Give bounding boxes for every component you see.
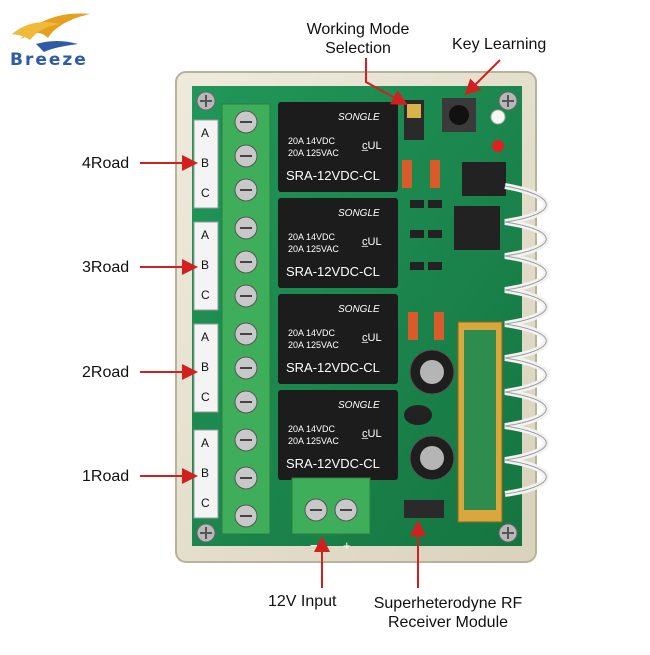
terminal-letter-a: A — [201, 436, 210, 450]
terminal-letters-road-4: A B C — [194, 120, 218, 208]
relay-terminal-block — [221, 103, 271, 535]
relay-ul-mark: c̲UL — [362, 428, 382, 440]
label-12v-input: 12V Input — [268, 593, 337, 610]
relay-4 — [278, 390, 398, 480]
relay-rating-dc: 20A 14VDC — [288, 424, 336, 434]
terminal-letter-c: C — [201, 186, 210, 200]
relay-brand: SONGLE — [338, 112, 380, 123]
relay-label-1: SONGLE 20A 14VDC 20A 125VAC c̲UL SRA-12V… — [278, 102, 398, 192]
relay-rating-dc: 20A 14VDC — [288, 328, 336, 338]
relay-rating-ac: 20A 125VAC — [288, 148, 339, 158]
relay-ul-mark: c̲UL — [362, 140, 382, 152]
annotation-arrows — [140, 58, 501, 588]
terminal-letter-a: A — [201, 126, 210, 140]
terminal-letter-a: A — [201, 330, 210, 344]
relay-label-4: SONGLE 20A 14VDC 20A 125VAC c̲UL SRA-12V… — [278, 390, 398, 480]
relay-model: SRA-12VDC-CL — [286, 264, 380, 279]
label-road-4: 4Road — [82, 155, 130, 172]
relay-brand: SONGLE — [338, 208, 380, 219]
logo-bird-icon — [12, 13, 90, 52]
screw-icon — [196, 91, 518, 543]
relay-brand: SONGLE — [338, 304, 380, 315]
relay-model: SRA-12VDC-CL — [286, 168, 380, 183]
relay-rating-ac: 20A 125VAC — [288, 244, 339, 254]
terminal-letter-b: B — [201, 156, 210, 170]
relay-label-3: SONGLE 20A 14VDC 20A 125VAC c̲UL SRA-12V… — [278, 294, 398, 384]
led-icon — [492, 140, 504, 152]
brand-name: Breeze — [10, 50, 88, 70]
label-rf-receiver: Superheterodyne RF Receiver Module — [368, 594, 528, 632]
terminal-letter-b: B — [201, 360, 210, 374]
relay-model: SRA-12VDC-CL — [286, 360, 380, 375]
terminal-letters-road-1: A B C — [194, 430, 218, 518]
relay-rating-dc: 20A 14VDC — [288, 232, 336, 242]
relay-2 — [278, 198, 398, 288]
relay-1 — [278, 102, 398, 192]
terminal-letters-road-3: A B C — [194, 222, 218, 310]
terminal-letter-c: C — [201, 496, 210, 510]
relay-rating-dc: 20A 14VDC — [288, 136, 336, 146]
terminal-letter-c: C — [201, 390, 210, 404]
relay-3 — [278, 294, 398, 384]
led-icon — [490, 109, 506, 125]
terminal-letter-b: B — [201, 466, 210, 480]
label-rf-receiver-line1: Superheterodyne RF — [373, 595, 523, 612]
label-road-2: 2Road — [82, 364, 130, 381]
relay-ul-mark: c̲UL — [362, 236, 382, 248]
relay-brand: SONGLE — [338, 400, 380, 411]
label-road-3: 3Road — [82, 259, 130, 276]
polarity-positive: + — [343, 538, 351, 553]
label-rf-receiver-line2: Receiver Module — [387, 614, 509, 631]
label-working-mode-line1: Working Mode — [306, 21, 410, 38]
terminal-letter-b: B — [201, 258, 210, 272]
label-road-1: 1Road — [82, 468, 130, 485]
terminal-letter-a: A — [201, 228, 210, 242]
terminal-label-strip — [193, 119, 219, 519]
label-key-learning: Key Learning — [452, 36, 547, 53]
relay-model: SRA-12VDC-CL — [286, 456, 380, 471]
relay-rating-ac: 20A 125VAC — [288, 436, 339, 446]
relay-ul-mark: c̲UL — [362, 332, 382, 344]
label-working-mode: Working Mode Selection — [296, 20, 420, 58]
relay-rating-ac: 20A 125VAC — [288, 340, 339, 350]
terminal-letter-c: C — [201, 288, 210, 302]
polarity-negative: − — [310, 538, 318, 553]
terminal-letters-road-2: A B C — [194, 324, 218, 412]
relay-label-2: SONGLE 20A 14VDC 20A 125VAC c̲UL SRA-12V… — [278, 198, 398, 288]
power-input-terminal — [291, 477, 371, 535]
label-working-mode-line2: Selection — [325, 40, 391, 57]
